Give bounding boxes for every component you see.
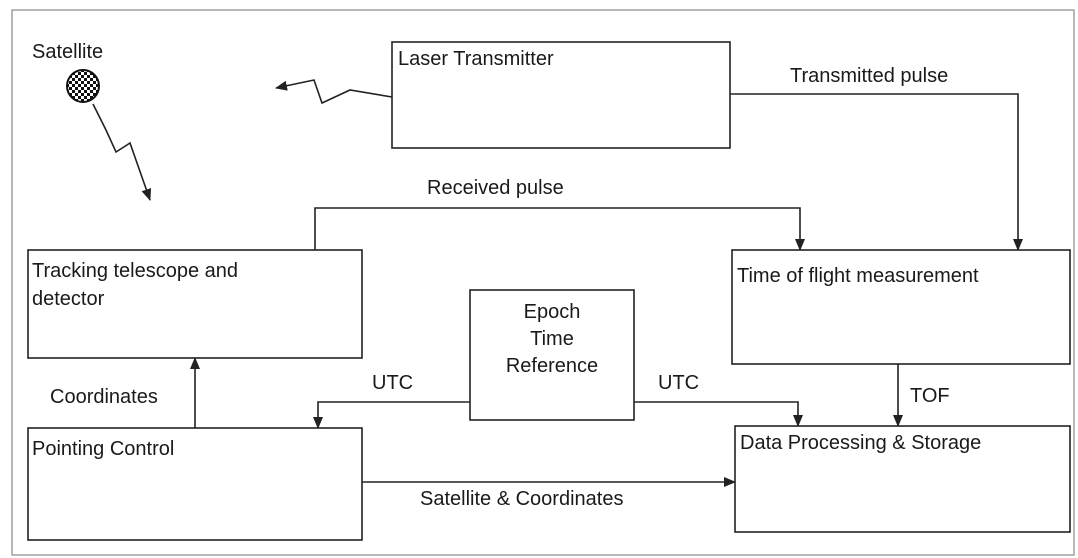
data-processing-block: Data Processing & Storage (734, 425, 1071, 533)
tracking-telescope-label-line2: detector (32, 288, 105, 310)
utc-left-connector (313, 401, 470, 429)
satellite: Satellite (32, 41, 103, 103)
tracking-telescope-label-line1: Tracking telescope and (32, 260, 238, 282)
utc-right-connector (634, 401, 803, 427)
epoch-label-line1: Epoch (524, 301, 581, 323)
pointing-control-block: Pointing Control (27, 427, 363, 541)
coordinates-label: Coordinates (50, 386, 158, 408)
utc-right-label: UTC (658, 372, 699, 394)
pointing-control-label: Pointing Control (32, 438, 174, 460)
tof-label: TOF (910, 385, 950, 407)
utc-left-label: UTC (372, 372, 413, 394)
time-of-flight-block: Time of flight measurement (731, 249, 1071, 365)
time-of-flight-label: Time of flight measurement (737, 265, 979, 287)
satellite-icon (66, 69, 100, 103)
tracking-telescope-block: Tracking telescope and detector (27, 249, 363, 359)
laser-transmitter-block: Laser Transmitter (391, 41, 731, 149)
transmitted-pulse-label: Transmitted pulse (790, 65, 948, 87)
satellite-label: Satellite (32, 41, 103, 63)
epoch-label-line2: Time (530, 328, 574, 350)
data-processing-label: Data Processing & Storage (740, 432, 981, 454)
received-pulse-label: Received pulse (427, 177, 564, 199)
received-pulse-connector (314, 207, 805, 251)
diagram-frame (11, 9, 1075, 556)
epoch-time-reference-block: Epoch Time Reference (469, 289, 635, 421)
epoch-label-line3: Reference (506, 355, 598, 377)
transmitted-pulse-connector (730, 93, 1023, 251)
laser-beam-zigzag (275, 79, 393, 105)
satellite-signal-zigzag (92, 103, 152, 201)
laser-transmitter-label: Laser Transmitter (398, 48, 554, 70)
satellite-coordinates-label: Satellite & Coordinates (420, 488, 623, 510)
